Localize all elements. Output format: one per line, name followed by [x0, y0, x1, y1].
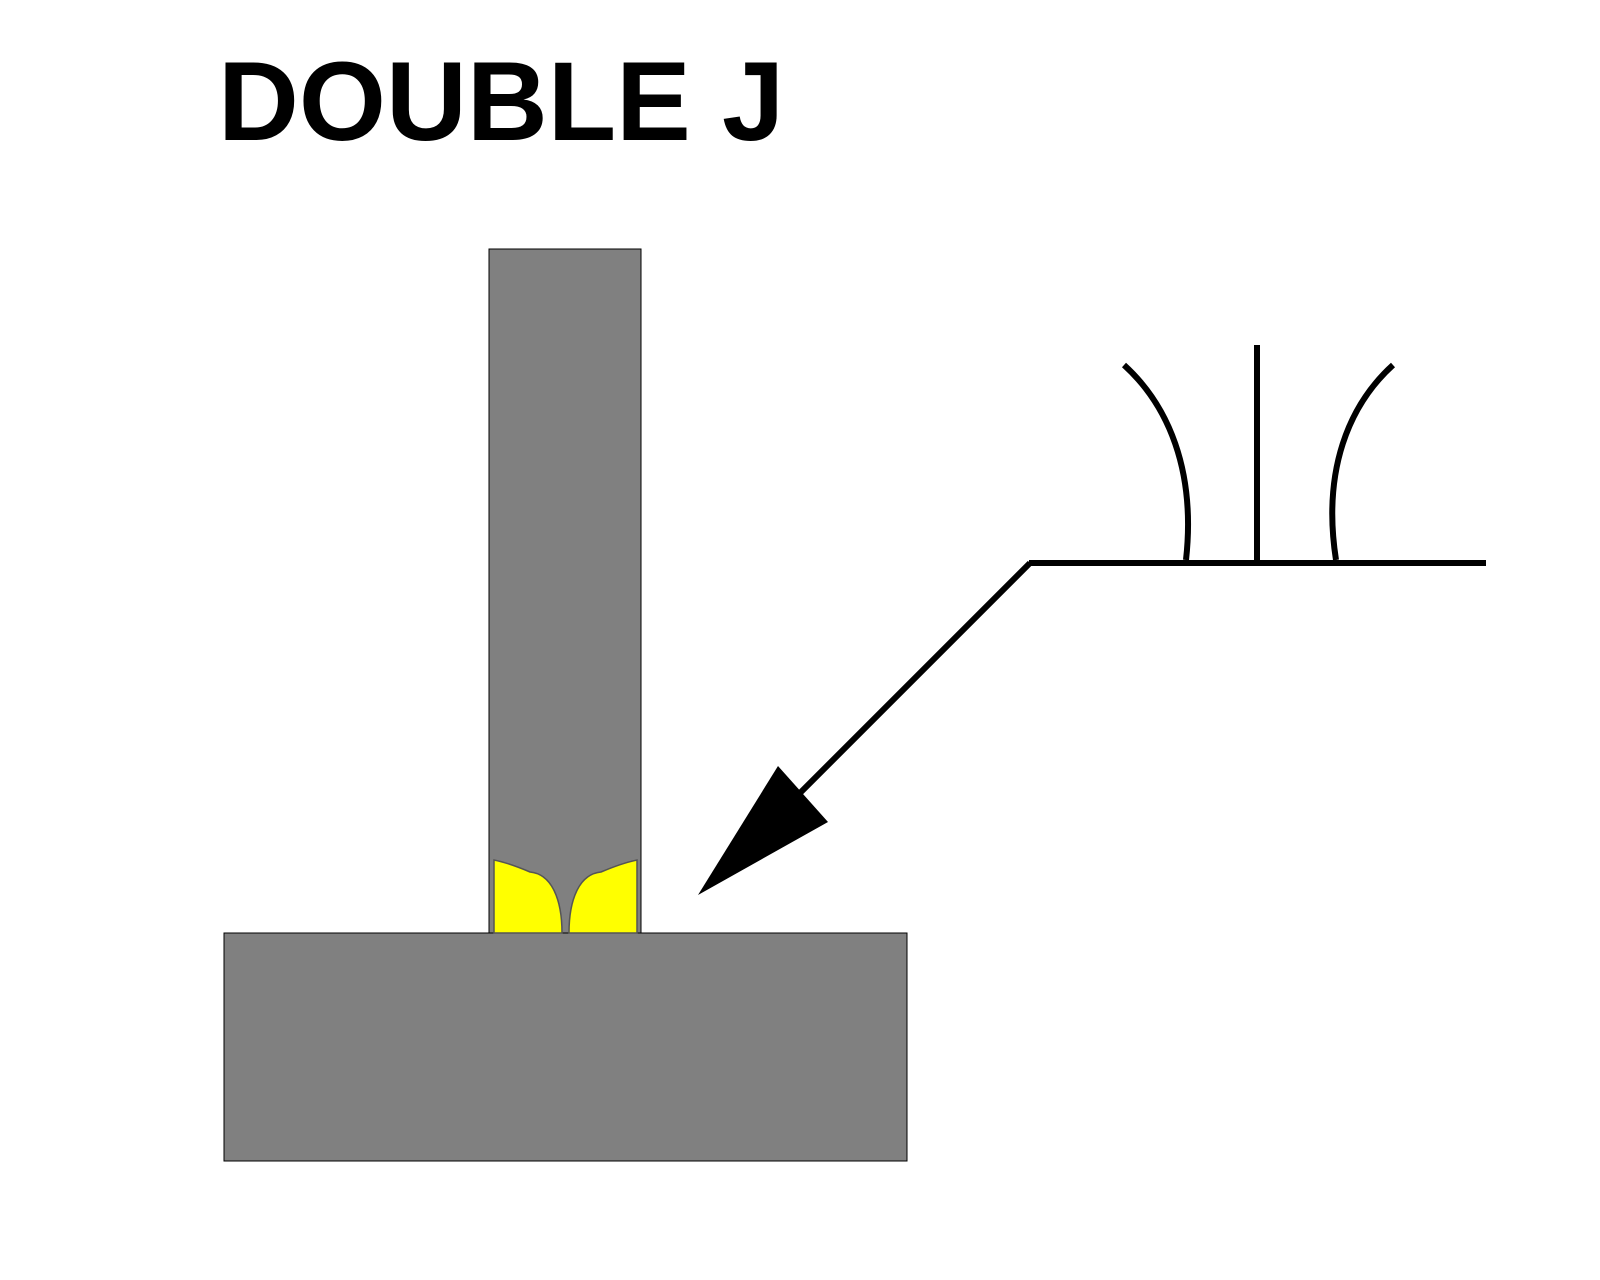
- double-j-groove-weld-symbol-icon: [1121, 345, 1396, 563]
- weld-bead-right: [568, 859, 638, 934]
- symbol-right-j-curve: [1329, 362, 1396, 561]
- weld-bead-left: [493, 859, 563, 934]
- vertical-plate: [488, 248, 642, 934]
- double-j-weld: [493, 859, 638, 934]
- weld-symbol: [698, 345, 1486, 895]
- symbol-left-j-curve: [1121, 362, 1192, 561]
- arrow-leader-line: [792, 560, 1033, 801]
- diagram-title: DOUBLE J: [218, 39, 785, 164]
- base-plate: [223, 932, 908, 1162]
- arrow-head-icon: [698, 766, 828, 895]
